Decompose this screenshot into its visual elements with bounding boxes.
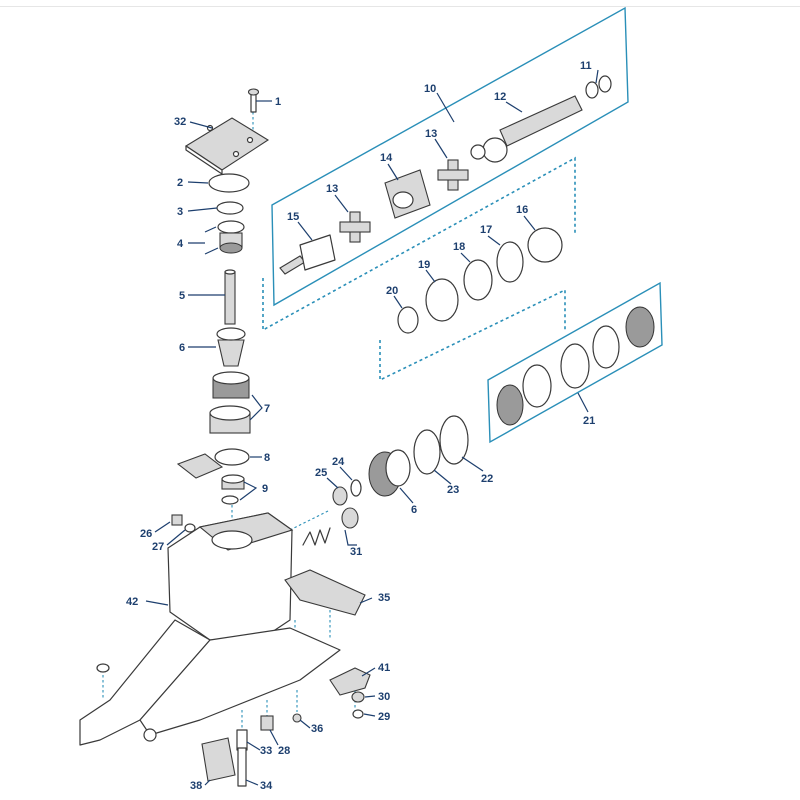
u-joint-part-13b (339, 211, 371, 243)
callout-30: 30 (378, 691, 390, 703)
bearing-part-7 (209, 371, 251, 434)
bevel-gear-part-6b (368, 449, 411, 497)
dashed-guide-shim (379, 288, 566, 382)
callout-7: 7 (264, 403, 270, 415)
spring-part-31 (302, 507, 359, 546)
bearing-set-part-21 (496, 306, 655, 426)
ring-part-18 (463, 259, 493, 301)
callout-22: 22 (481, 473, 493, 485)
callout-13b: 13 (326, 183, 338, 195)
ring-part-17 (496, 241, 524, 283)
callout-28: 28 (278, 745, 290, 757)
ring-part-19 (425, 278, 459, 322)
group-box-21 (487, 281, 663, 444)
callout-6b: 6 (411, 504, 417, 516)
fin-plate-part-35 (284, 569, 366, 616)
callout-3: 3 (177, 206, 183, 218)
callout-10: 10 (424, 83, 436, 95)
callout-21: 21 (583, 415, 595, 427)
ring-part-22 (439, 415, 469, 465)
screw-part-1 (247, 88, 260, 113)
callout-4: 4 (177, 238, 184, 250)
callout-41: 41 (378, 662, 390, 674)
callout-23: 23 (447, 484, 459, 496)
callout-20: 20 (386, 285, 398, 297)
group-box-10 (271, 6, 629, 307)
callout-25: 25 (315, 467, 327, 479)
o-ring-part-8 (214, 448, 250, 466)
callout-29: 29 (378, 711, 390, 723)
washer-part-27 (184, 523, 196, 533)
screen-part-38 (201, 737, 236, 782)
callout-11: 11 (580, 60, 592, 72)
tube-part-34 (237, 747, 247, 787)
callout-1: 1 (275, 96, 281, 108)
callout-42: 42 (126, 596, 138, 608)
top-divider (0, 6, 800, 7)
bearing-part-4 (217, 220, 245, 254)
callout-31: 31 (350, 546, 362, 558)
callout-33: 33 (260, 745, 272, 757)
shaft-part-5 (224, 269, 236, 325)
pinion-gear-part-6 (216, 327, 246, 367)
screw-part-36 (292, 713, 302, 723)
callout-16: 16 (516, 204, 528, 216)
leader-lines (145, 69, 599, 786)
o-ring-part-2 (208, 173, 250, 193)
callout-15: 15 (287, 211, 299, 223)
ring-part-24 (350, 479, 362, 497)
callout-14: 14 (380, 152, 393, 164)
callout-5: 5 (179, 290, 185, 302)
yoke-part-14 (384, 169, 431, 219)
dashed-guide-shaft (262, 156, 576, 332)
callout-38: 38 (190, 780, 202, 792)
ring-part-20 (397, 306, 419, 334)
dashed-guide-24 (289, 509, 331, 531)
ring-part-3 (216, 201, 244, 215)
shim-plate (176, 453, 224, 479)
drive-shaft-part-12 (470, 95, 583, 163)
ring-part-23 (413, 429, 441, 475)
callout-18: 18 (453, 241, 465, 253)
washer-part-29 (352, 709, 364, 719)
callout-2: 2 (177, 177, 183, 189)
bushing-part-9 (221, 474, 245, 505)
callout-36: 36 (311, 723, 323, 735)
callout-17: 17 (480, 224, 492, 236)
bushing-part-25 (332, 486, 348, 506)
input-shaft-part-15 (279, 234, 336, 275)
gear-housing-part-42 (79, 512, 341, 746)
u-joint-part-13a (437, 159, 469, 191)
plug-part-26 (171, 514, 183, 526)
callout-8: 8 (264, 452, 270, 464)
callout-26: 26 (140, 528, 152, 540)
callout-24: 24 (332, 456, 345, 468)
callout-19: 19 (418, 259, 430, 271)
gear-part-16 (527, 227, 563, 263)
callout-27: 27 (152, 541, 164, 553)
callout-6a: 6 (179, 342, 185, 354)
tube-part-33 (236, 729, 248, 751)
callout-13a: 13 (425, 128, 437, 140)
callout-35: 35 (378, 592, 390, 604)
plug-part-30 (351, 691, 365, 703)
cover-plate-part-32 (184, 117, 270, 175)
callout-34: 34 (260, 780, 273, 792)
callout-12: 12 (494, 91, 506, 103)
rings-part-11 (585, 75, 612, 99)
callout-9: 9 (262, 483, 268, 495)
cap-left (96, 663, 110, 673)
anode-part-41 (329, 667, 371, 696)
callout-labels: 1 32 2 3 4 5 6 7 8 9 10 11 12 13 14 13 1… (126, 60, 595, 792)
callout-32: 32 (174, 116, 186, 128)
plug-part-28 (260, 715, 274, 731)
